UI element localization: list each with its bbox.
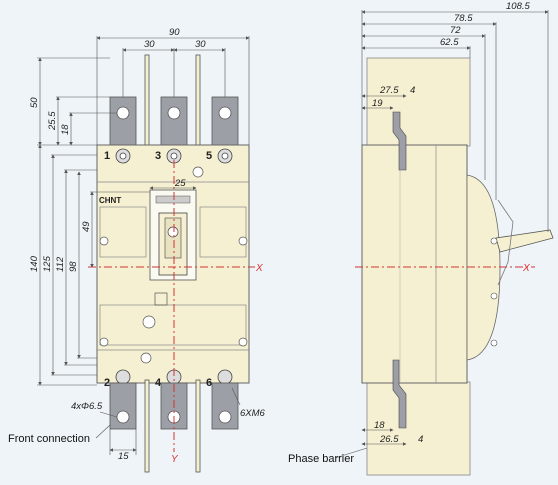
- busbar-top-3: [160, 96, 188, 154]
- axis-x-label-front: X: [255, 263, 263, 274]
- dim-handle-25: 25: [174, 178, 186, 189]
- side-busbar-top: [392, 111, 407, 171]
- terminal-6: 6: [206, 377, 212, 389]
- dim-bot-4: 4: [418, 434, 423, 445]
- side-view: X 108.5 78.5 72 62.5 27.5 4 19 18 26.5 4…: [288, 1, 554, 476]
- side-busbar-bottom: [392, 359, 407, 429]
- phase-barrier-top: [366, 57, 471, 147]
- dim-72: 72: [450, 25, 461, 36]
- brand-logo: CHNT: [99, 196, 121, 205]
- bottom-busbars: [109, 379, 239, 473]
- dim-h112: 112: [55, 256, 66, 272]
- side-dimensions: [334, 10, 549, 459]
- dim-bot-18: 18: [374, 420, 385, 431]
- dim-top-18: 18: [60, 124, 71, 135]
- front-dimensions: [37, 36, 250, 455]
- terminal-5: 5: [206, 150, 212, 162]
- dim-bottom-15: 15: [118, 451, 129, 462]
- side-body: [361, 144, 468, 384]
- front-view: 1 3 5 CHNT 2 4 6: [8, 27, 266, 473]
- dim-top-50: 50: [29, 97, 40, 108]
- busbar-top-1: [109, 96, 137, 154]
- dim-bot-26-5: 26.5: [379, 434, 399, 445]
- dim-h140: 140: [29, 255, 40, 272]
- side-handle: [495, 229, 554, 253]
- dim-h98: 98: [68, 261, 79, 272]
- axis-y-label: Y: [171, 454, 179, 465]
- dim-screws: 6XM6: [240, 408, 266, 419]
- dim-top-25-5: 25.5: [47, 111, 58, 131]
- terminal-4: 4: [155, 377, 162, 389]
- dim-62-5: 62.5: [440, 37, 459, 48]
- dim-pole-left: 30: [144, 39, 155, 50]
- terminal-1: 1: [104, 150, 110, 162]
- dim-width: 90: [169, 27, 180, 38]
- dim-pole-right: 30: [195, 39, 206, 50]
- dim-78-5: 78.5: [454, 13, 473, 24]
- handle-assembly: [149, 189, 197, 281]
- dim-holes: 4xΦ6.5: [71, 401, 103, 412]
- dim-108-5: 108.5: [506, 1, 530, 12]
- dim-top-27-5: 27.5: [379, 85, 399, 96]
- dim-top-19: 19: [372, 98, 383, 109]
- terminal-2: 2: [104, 377, 110, 389]
- dim-top-4: 4: [410, 85, 415, 96]
- terminal-3: 3: [155, 150, 161, 162]
- dim-h49: 49: [81, 221, 92, 232]
- bottom-terminal-screws: [115, 369, 233, 385]
- label-phase-barrier: Phase barrier: [288, 453, 354, 465]
- dim-h125: 125: [42, 255, 53, 272]
- label-front-connection: Front connection: [8, 433, 90, 445]
- axis-x-label-side: X: [522, 263, 530, 274]
- mounting-screws: [99, 166, 248, 364]
- top-terminal-screws: [115, 148, 233, 164]
